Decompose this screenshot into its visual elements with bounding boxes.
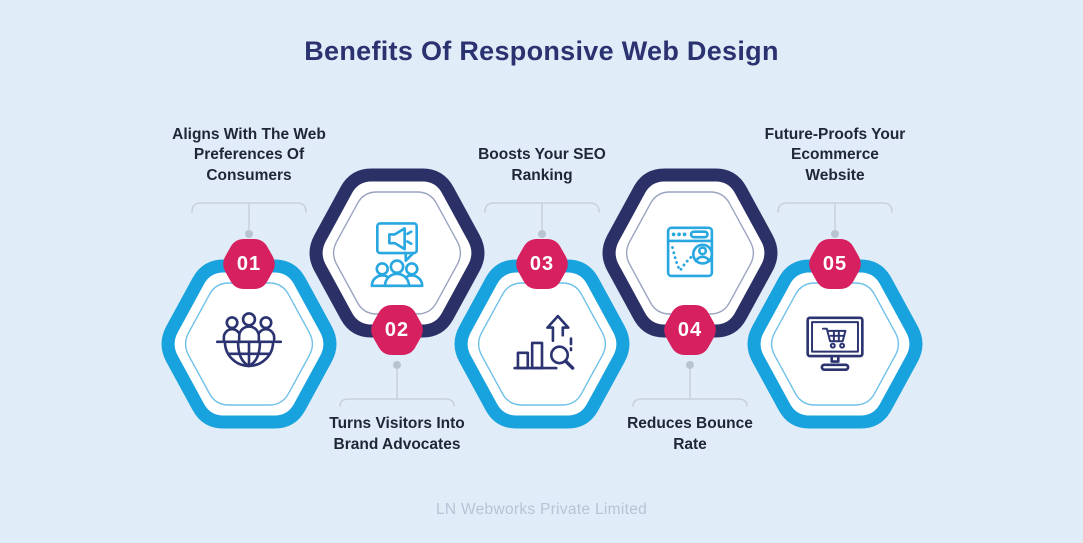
- benefit-label-01: Aligns With The Web Preferences Of Consu…: [172, 125, 326, 184]
- benefit-card-01: Aligns With The Web Preferences Of Consu…: [129, 0, 369, 543]
- badge-hexagon: [809, 239, 861, 289]
- benefit-label-03: Boosts Your SEO Ranking: [478, 146, 606, 184]
- step-badge-05: 05: [805, 237, 865, 291]
- benefit-card-05: Future-Proofs Your Ecommerce Website 05: [715, 0, 955, 543]
- benefit-card-02: 02 Turns Visitors Into Brand Advocates: [277, 0, 517, 543]
- badge-hexagon: [516, 239, 568, 289]
- connector-bracket: [191, 202, 307, 238]
- step-badge-03: 03: [512, 237, 572, 291]
- step-number: 01: [236, 252, 262, 275]
- connector-bracket: [339, 361, 455, 407]
- infographic-title: Benefits Of Responsive Web Design: [304, 36, 779, 66]
- seo-growth-icon: [513, 314, 575, 370]
- connector-bracket: [484, 202, 600, 238]
- badge-hexagon: [664, 305, 716, 355]
- connector-bracket: [777, 202, 893, 238]
- step-number: 03: [529, 252, 555, 275]
- badge-hexagon: [371, 305, 423, 355]
- benefit-label-04: Reduces Bounce Rate: [627, 415, 753, 453]
- benefit-label-05: Future-Proofs Your Ecommerce Website: [764, 125, 906, 184]
- benefit-card-03: Boosts Your SEO Ranking 03: [422, 0, 662, 543]
- badge-hexagon: [223, 239, 275, 289]
- benefit-card-04: 04 Reduces Bounce Rate: [570, 0, 810, 543]
- step-number: 04: [677, 318, 703, 341]
- globe-consumers-icon: [215, 312, 283, 368]
- watermark-text: LN Webworks Private Limited: [435, 501, 648, 518]
- step-number: 05: [822, 252, 848, 275]
- ecommerce-monitor-icon: [806, 316, 864, 372]
- step-badge-01: 01: [219, 237, 279, 291]
- benefit-label-02: Turns Visitors Into Brand Advocates: [329, 415, 465, 453]
- connector-bracket: [632, 361, 748, 407]
- bounce-browser-icon: [666, 226, 714, 278]
- step-badge-02: 02: [367, 303, 427, 357]
- step-badge-04: 04: [660, 303, 720, 357]
- step-number: 02: [384, 318, 410, 341]
- audience-megaphone-icon: [370, 222, 424, 288]
